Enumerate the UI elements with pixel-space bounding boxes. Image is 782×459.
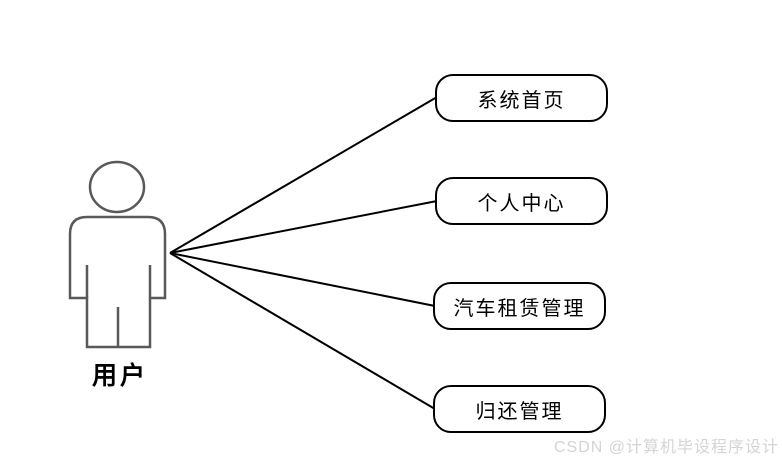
actor-label: 用户: [91, 363, 148, 390]
watermark-text: CSDN @计算机毕设程序设计: [553, 439, 779, 456]
association-lines: [169, 96, 438, 410]
usecase-box-return-management: 归还管理: [433, 385, 606, 433]
usecase-box-personal-center: 个人中心: [435, 177, 608, 225]
actor-body: [68, 215, 167, 349]
actor-head: [88, 160, 146, 214]
usecase-label-personal-center: 个人中心: [477, 192, 566, 215]
usecase-label-return-management: 归还管理: [475, 400, 564, 423]
usecase-label-home: 系统首页: [477, 89, 566, 112]
association-line-personal: [169, 200, 438, 254]
usecase-label-car-rental-management: 汽车租赁管理: [453, 297, 586, 320]
association-line-home: [169, 96, 438, 254]
association-line-return: [169, 252, 436, 410]
association-line-rental: [169, 252, 436, 307]
usecase-box-car-rental-management: 汽车租赁管理: [433, 282, 606, 330]
actor-figure: [68, 160, 167, 349]
usecase-box-home: 系统首页: [435, 74, 608, 122]
actor-limb-lines: [85, 265, 152, 347]
